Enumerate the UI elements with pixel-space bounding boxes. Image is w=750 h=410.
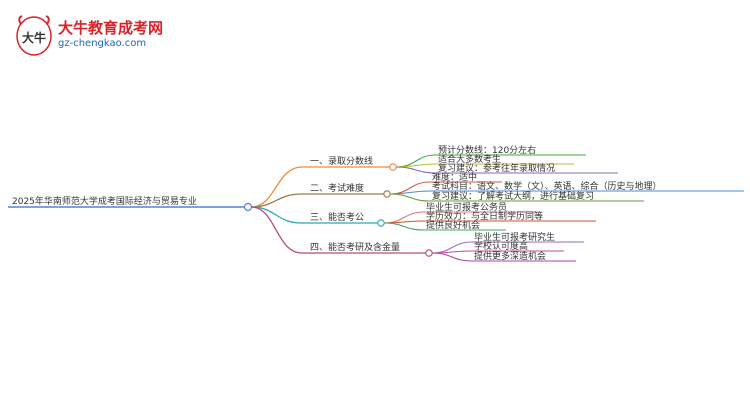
child-label-1-2: 适合大多数考生 (438, 153, 501, 165)
brand-name: 大牛教育成考网 (58, 19, 164, 37)
child-label-2-1: 难度：适中 (432, 171, 477, 183)
root-node-dot (243, 202, 253, 212)
branch-connector-2 (250, 193, 303, 208)
child-label-1-1: 预计分数线：120分左右 (438, 144, 536, 156)
child-label-1-3: 复习建议：参考往年录取情况 (438, 162, 555, 174)
child-label-3-1: 毕业生可报考公务员 (426, 201, 507, 213)
child-label-3-3: 提供良好机会 (426, 219, 480, 231)
child-connector-1-2 (395, 163, 437, 168)
child-connector-3-3 (383, 222, 425, 231)
branch-node-dot-2 (383, 190, 391, 198)
branch-node-dot-4 (425, 249, 433, 257)
branch-node-dot-3 (377, 219, 385, 227)
child-connector-4-2 (431, 250, 473, 254)
branch-label-1: 一、录取分数线 (310, 155, 373, 167)
branch-node-dot-1 (389, 163, 397, 171)
child-label-2-3: 复习建议：了解考试大纲，进行基础复习 (432, 190, 594, 202)
child-connector-4-3 (431, 252, 473, 262)
child-connector-3-2 (383, 220, 425, 224)
child-label-4-2: 学校认可度高 (474, 240, 528, 252)
child-label-4-3: 提供更多深造机会 (474, 250, 546, 262)
child-label-2-2: 考试科目：语文、数学（文）、英语、综合（历史与地理） (432, 180, 662, 192)
logo-glyph: 大牛 (22, 30, 46, 45)
root-topic: 2025年华南师范大学成考国际经济与贸易专业 (12, 195, 197, 207)
child-label-3-2: 学历效力：与全日制学历同等 (426, 210, 543, 222)
brand-url[interactable]: gz-chengkao.com (58, 38, 147, 49)
branch-connector-4 (250, 206, 303, 254)
branch-label-4: 四、能否考研及含金量 (310, 241, 400, 253)
bull-logo-icon: 大牛 (16, 15, 52, 56)
child-connector-2-2 (389, 190, 431, 195)
child-label-4-1: 毕业生可报考研究生 (474, 231, 555, 243)
brand-logo[interactable]: 大牛 大牛教育成考网 gz-chengkao.com (14, 14, 164, 58)
child-connector-2-3 (389, 193, 431, 202)
branch-label-3: 三、能否考公 (310, 211, 364, 223)
branch-label-2: 二、考试难度 (310, 182, 364, 194)
child-connector-1-3 (395, 166, 437, 174)
branch-connector-1 (250, 166, 303, 208)
